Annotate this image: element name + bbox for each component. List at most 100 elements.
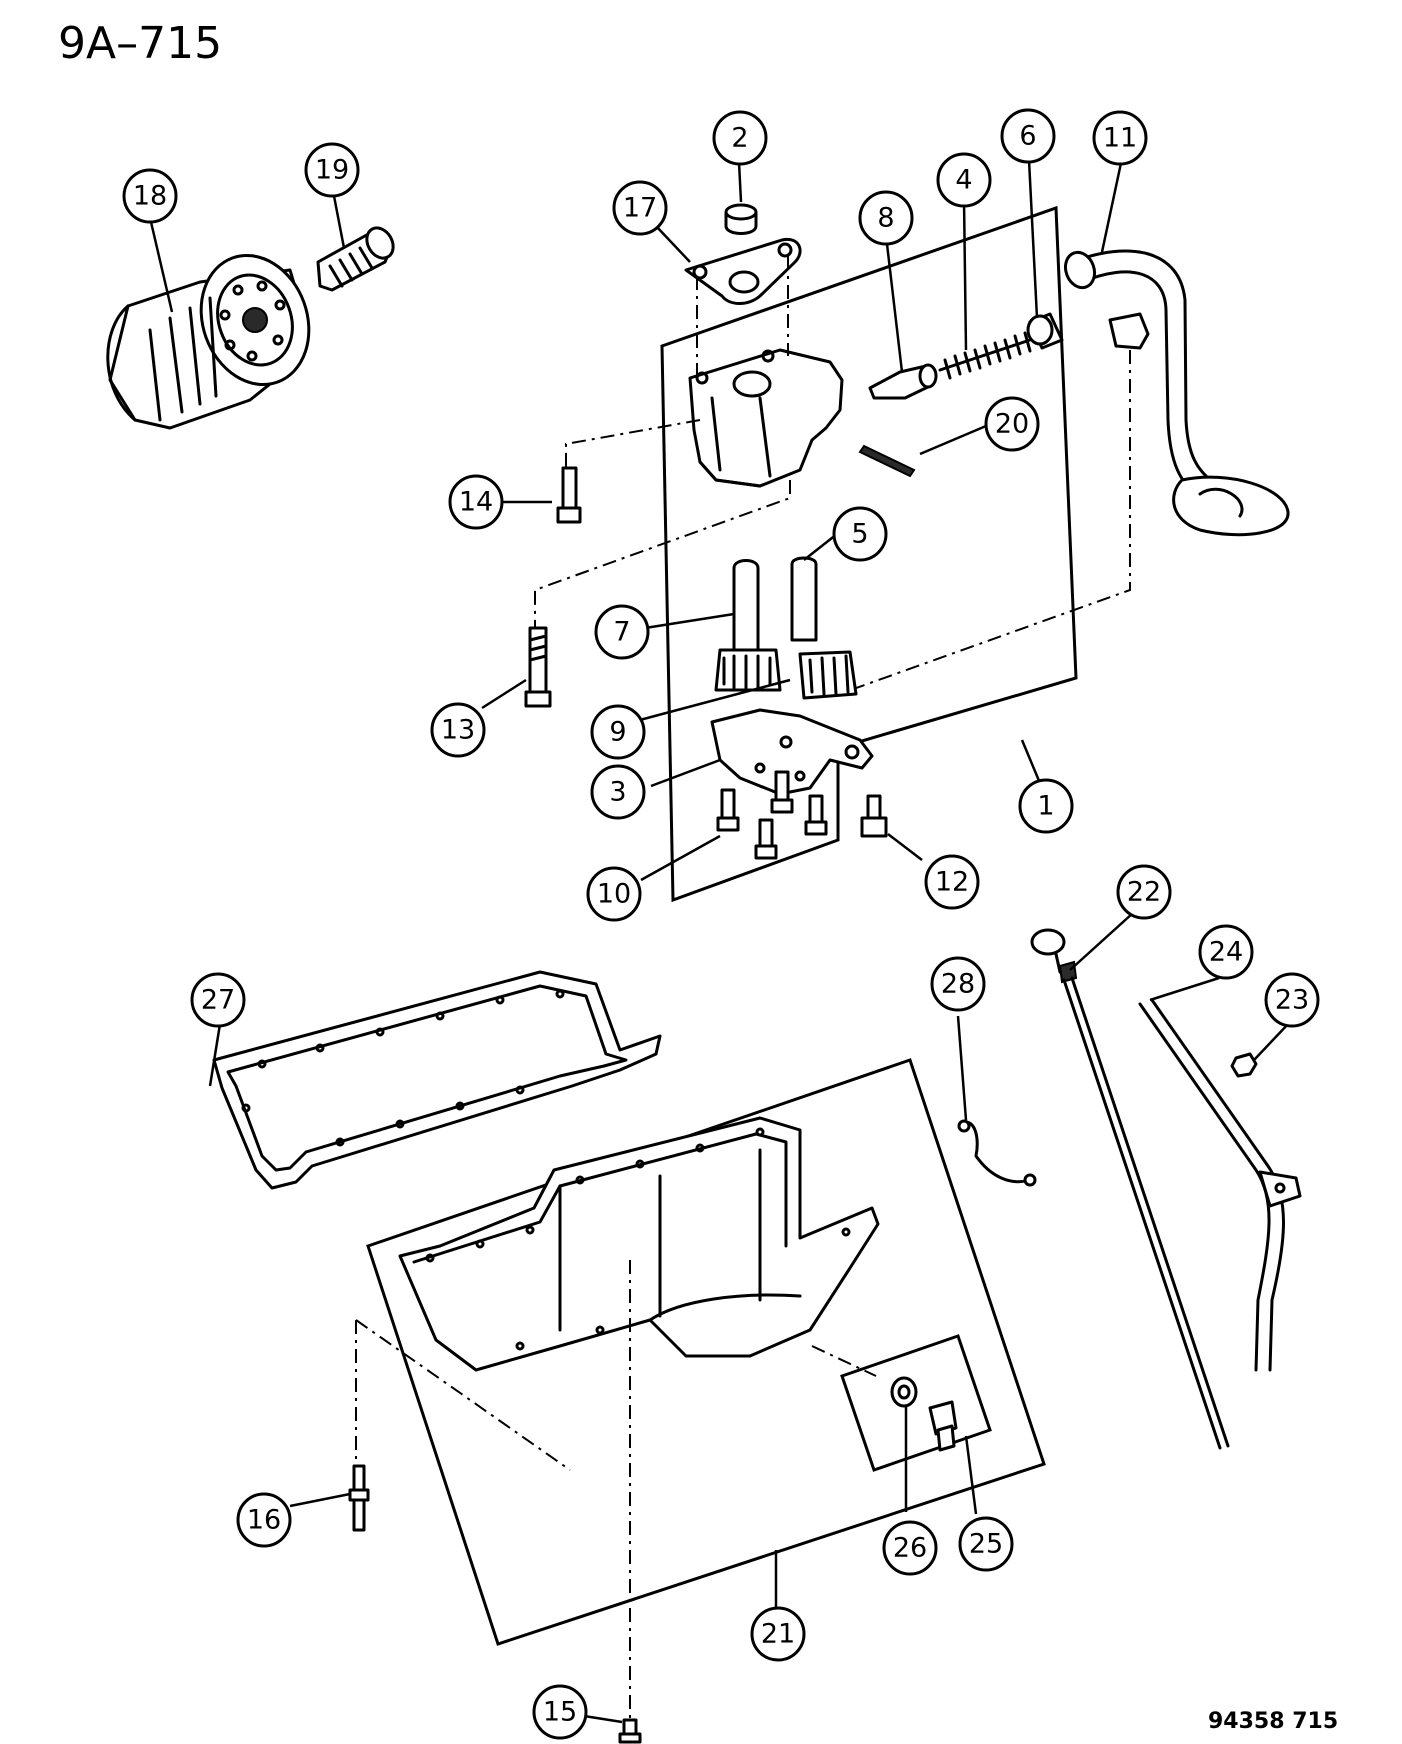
callout-circle [1000, 108, 1056, 164]
drive-shaft-gear [714, 559, 782, 692]
callout-label: 20 [995, 409, 1029, 440]
callout-label: 22 [1127, 877, 1161, 908]
pump-cover [710, 708, 874, 796]
callout-label: 7 [613, 617, 630, 648]
callout-15: 15 [532, 1684, 588, 1740]
pump-bushing [724, 203, 758, 235]
callout-circle [590, 764, 646, 820]
oil-pickup-tube [1063, 249, 1290, 537]
callout-28: 28 [930, 956, 986, 1012]
callout-13: 13 [430, 702, 486, 758]
callout-label: 14 [459, 487, 493, 518]
callout-circle [532, 1684, 588, 1740]
callout-label: 16 [247, 1505, 281, 1536]
callout-circle [236, 1492, 292, 1548]
callout-3: 3 [590, 764, 646, 820]
pan-bolt [618, 1718, 642, 1744]
dipstick-tube [1138, 998, 1302, 1372]
callout-19: 19 [304, 142, 360, 198]
callout-circle [832, 506, 888, 562]
callout-22: 22 [1116, 864, 1172, 920]
callout-label: 21 [761, 1619, 795, 1650]
callout-label: 13 [441, 715, 475, 746]
callout-label: 23 [1275, 985, 1309, 1016]
dipstick-tube-nut [1230, 1052, 1258, 1078]
relief-valve-plunger [868, 363, 938, 400]
callout-circle [924, 854, 980, 910]
callout-label: 28 [941, 969, 975, 1000]
callout-circle [930, 956, 986, 1012]
idler-gear [798, 650, 858, 700]
callout-label: 19 [315, 155, 349, 186]
bolt-14 [556, 466, 582, 524]
callout-circle [958, 1516, 1014, 1572]
callout-label: 10 [597, 879, 631, 910]
pump-pin [858, 444, 916, 478]
callout-6: 6 [1000, 108, 1056, 164]
callout-circle [122, 168, 178, 224]
callout-18: 18 [122, 168, 178, 224]
callout-circle [594, 604, 650, 660]
callout-circle [1092, 110, 1148, 166]
oil-dipstick [1030, 928, 1230, 1450]
callout-12: 12 [924, 854, 980, 910]
callout-11: 11 [1092, 110, 1148, 166]
callout-circle [612, 180, 668, 236]
drain-plug-washer [890, 1376, 918, 1408]
callout-label: 8 [877, 203, 894, 234]
callout-21: 21 [750, 1606, 806, 1662]
drain-plug-frame [840, 1334, 992, 1472]
callout-20: 20 [984, 396, 1040, 452]
callout-5: 5 [832, 506, 888, 562]
callout-circle [858, 190, 914, 246]
filter-adapter-fitting [316, 226, 395, 292]
callout-10: 10 [586, 866, 642, 922]
callout-circle [448, 474, 504, 530]
callout-label: 24 [1209, 937, 1243, 968]
callout-label: 15 [543, 1697, 577, 1728]
callout-16: 16 [236, 1492, 292, 1548]
callout-circle [586, 866, 642, 922]
callout-circle [430, 702, 486, 758]
callout-layer: 1234567891011121314151617181920212223242… [122, 108, 1320, 1740]
callout-label: 18 [133, 181, 167, 212]
callout-25: 25 [958, 1516, 1014, 1572]
callout-label: 17 [623, 193, 657, 224]
callout-label: 25 [969, 1529, 1003, 1560]
idler-shaft [790, 556, 818, 642]
callout-label: 4 [955, 165, 972, 196]
callout-7: 7 [594, 604, 650, 660]
drain-plug [928, 1400, 958, 1452]
callout-circle [882, 1520, 938, 1576]
oil-filter [106, 253, 311, 430]
relief-valve-spring [938, 331, 1032, 380]
callout-label: 3 [609, 777, 626, 808]
callout-24: 24 [1198, 924, 1254, 980]
relief-valve-retainer-cap [1026, 312, 1064, 350]
plate-number: 94358 715 [1208, 1709, 1338, 1734]
callout-circle [190, 972, 246, 1028]
callout-circle [1116, 864, 1172, 920]
callout-26: 26 [882, 1520, 938, 1576]
oil-pan [398, 1116, 880, 1372]
callout-2: 2 [712, 110, 768, 166]
bolt-12 [860, 794, 888, 838]
callout-label: 12 [935, 867, 969, 898]
tube-clip [957, 1119, 1037, 1187]
callout-circle [712, 110, 768, 166]
cover-bolts [716, 770, 828, 860]
callout-label: 1 [1037, 791, 1054, 822]
callout-circle [750, 1606, 806, 1662]
pump-body [688, 348, 844, 488]
callout-8: 8 [858, 190, 914, 246]
callout-label: 9 [609, 717, 626, 748]
callout-27: 27 [190, 972, 246, 1028]
callout-leaders [149, 159, 1291, 1724]
callout-1: 1 [1018, 778, 1074, 834]
pump-mounting-plate [684, 237, 802, 305]
callout-17: 17 [612, 180, 668, 236]
diagram-code: 9A–715 [58, 18, 222, 69]
callout-label: 5 [851, 519, 868, 550]
